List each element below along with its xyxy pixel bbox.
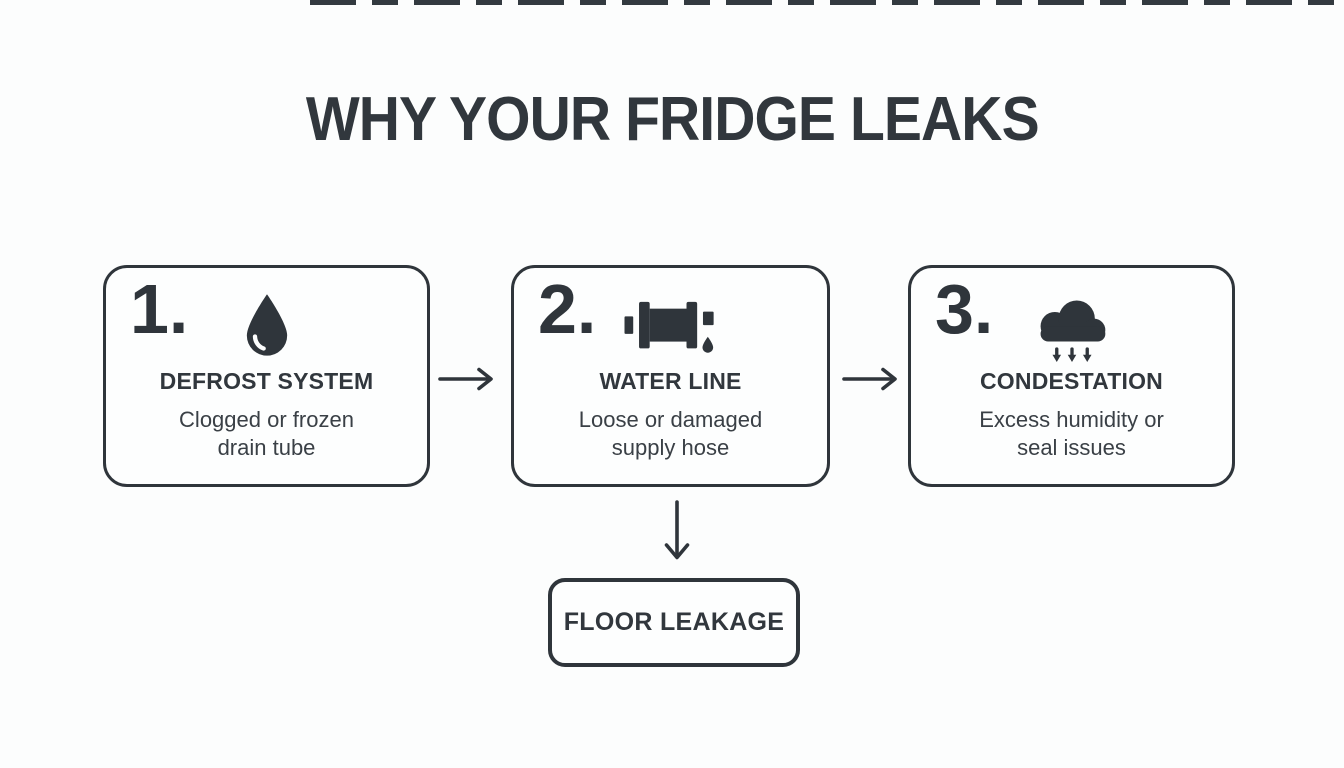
- condensation-cloud-icon: [1032, 294, 1112, 373]
- step-title: WATER LINE: [599, 368, 742, 394]
- result-box-floor-leakage: FLOOR LEAKAGE: [548, 578, 800, 667]
- step-box-water-line: 2. WATER LINE Loose or damaged supply ho…: [511, 265, 830, 487]
- page-title: WHY YOUR FRIDGE LEAKS: [0, 84, 1344, 155]
- water-drop-icon: [243, 292, 291, 361]
- step-number: 1.: [130, 270, 189, 348]
- page-title-text: WHY YOUR FRIDGE LEAKS: [305, 85, 1040, 154]
- step-description: Clogged or frozen drain tube: [179, 407, 354, 461]
- step-number: 2.: [538, 270, 597, 348]
- step-description: Loose or damaged supply hose: [578, 407, 763, 461]
- step-box-condensation: 3. CONDESTATION Excess humidity or seal …: [908, 265, 1235, 487]
- down-arrow-icon: [662, 500, 692, 567]
- step-box-defrost-system: 1. DEFROST SYSTEM Clogged or frozen drai…: [103, 265, 430, 487]
- cropped-text-artifact: [310, 0, 1344, 5]
- result-label: FLOOR LEAKAGE: [563, 608, 785, 636]
- step-title: CONDESTATION: [980, 368, 1163, 394]
- step-number: 3.: [935, 270, 994, 348]
- right-arrow-icon: [842, 366, 900, 397]
- step-title: DEFROST SYSTEM: [159, 368, 374, 394]
- step-description: Excess humidity or seal issues: [979, 407, 1164, 461]
- leaking-pipe-icon: [624, 298, 718, 365]
- right-arrow-icon: [438, 366, 496, 397]
